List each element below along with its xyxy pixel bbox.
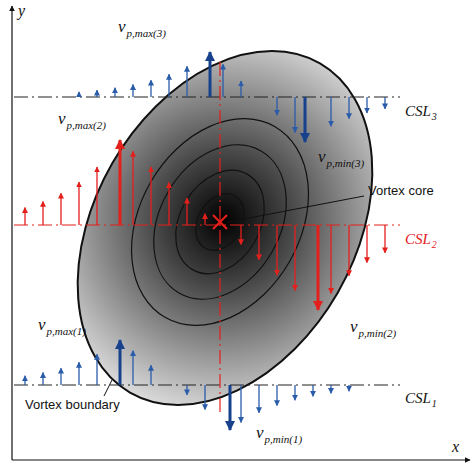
section-subscript: 3 [432, 111, 437, 122]
peak-velocity-arrow [119, 340, 122, 385]
velocity-arrow [24, 376, 25, 385]
section-label: CSL [405, 390, 431, 407]
velocity-arrow [258, 225, 259, 260]
velocity-arrow [132, 351, 133, 385]
section-label: CSL [405, 231, 431, 248]
section-subscript: 2 [432, 239, 437, 250]
velocity-arrow [366, 97, 367, 113]
contour-line [127, 121, 313, 323]
velocity-arrow [78, 362, 79, 385]
velocity-arrow [42, 373, 43, 385]
center-axis [219, 62, 220, 412]
velocity-arrow [96, 90, 97, 97]
velocity-symbol: v [318, 148, 326, 167]
velocity-arrow [330, 225, 331, 293]
velocity-subscript: p,max(3) [127, 27, 166, 39]
y-axis [11, 6, 12, 460]
velocity-arrow [24, 208, 25, 225]
peak-velocity-arrow [209, 52, 212, 97]
velocity-arrow [312, 385, 313, 396]
velocity-arrow [114, 88, 115, 97]
velocity-arrow [42, 201, 43, 225]
peak-velocity-arrow [304, 97, 307, 142]
velocity-arrow [240, 81, 241, 97]
velocity-symbol: v [118, 18, 126, 37]
velocity-arrow [294, 97, 295, 132]
velocity-arrow [96, 167, 97, 225]
leader-line [228, 196, 364, 222]
cross-section-line [14, 96, 400, 97]
peak-velocity-arrow [119, 140, 122, 225]
velocity-arrow [330, 385, 331, 393]
velocity-arrow [204, 385, 205, 410]
velocity-arrow [384, 97, 385, 109]
peak-velocity-arrow [229, 385, 232, 430]
velocity-arrow [150, 80, 151, 97]
velocity-subscript: p,min(2) [359, 327, 397, 339]
contour-line [186, 185, 254, 259]
contour-line [96, 87, 345, 358]
x-axis [12, 459, 470, 460]
velocity-arrow [348, 97, 349, 119]
section-subscript: 1 [432, 398, 437, 409]
callout-label: Vortex boundary [25, 398, 120, 412]
leader-line [104, 380, 112, 396]
velocity-arrow [186, 66, 187, 97]
velocity-arrow [294, 225, 295, 290]
velocity-arrow [366, 225, 367, 263]
velocity-arrow [294, 385, 295, 400]
velocity-arrow [204, 214, 205, 225]
cross-section-line [14, 384, 400, 385]
axis-label: x [452, 438, 459, 456]
peak-velocity-arrow [317, 225, 320, 310]
section-label: CSL [405, 103, 431, 120]
velocity-arrow [60, 193, 61, 225]
callout-label: Vortex core [368, 184, 434, 198]
velocity-arrow [132, 151, 133, 225]
velocity-arrow [276, 225, 277, 275]
axis-label: y [18, 2, 25, 20]
velocity-arrow [330, 97, 331, 126]
velocity-arrow [240, 385, 241, 422]
velocity-arrow [348, 385, 349, 391]
velocity-arrow [276, 97, 277, 115]
velocity-symbol: v [256, 424, 264, 443]
velocity-arrow [150, 365, 151, 385]
velocity-subscript: p,min(3) [327, 157, 365, 169]
velocity-arrow [168, 74, 169, 97]
velocity-arrow [150, 167, 151, 225]
vortex-region [17, 0, 432, 458]
velocity-arrow [186, 385, 187, 395]
contour-line [158, 154, 282, 289]
velocity-subscript: p,min(1) [265, 433, 303, 445]
cross-section-line [14, 224, 400, 225]
velocity-arrow [240, 225, 241, 245]
velocity-subscript: p,max(2) [67, 119, 106, 131]
velocity-arrow [132, 85, 133, 97]
velocity-arrow [78, 182, 79, 225]
velocity-arrow [60, 368, 61, 385]
velocity-symbol: v [58, 110, 66, 129]
velocity-symbol: v [38, 316, 46, 335]
velocity-arrow [384, 225, 385, 253]
velocity-subscript: p,max(1) [47, 325, 86, 337]
velocity-symbol: v [350, 318, 358, 337]
velocity-arrow [186, 198, 187, 225]
velocity-arrow [96, 354, 97, 385]
velocity-arrow [258, 385, 259, 413]
velocity-arrow [348, 225, 349, 276]
vortex-core-mark [213, 215, 227, 229]
velocity-arrow [78, 92, 79, 97]
velocity-arrow [222, 64, 223, 97]
velocity-arrow [276, 385, 277, 406]
velocity-arrow [168, 183, 169, 226]
